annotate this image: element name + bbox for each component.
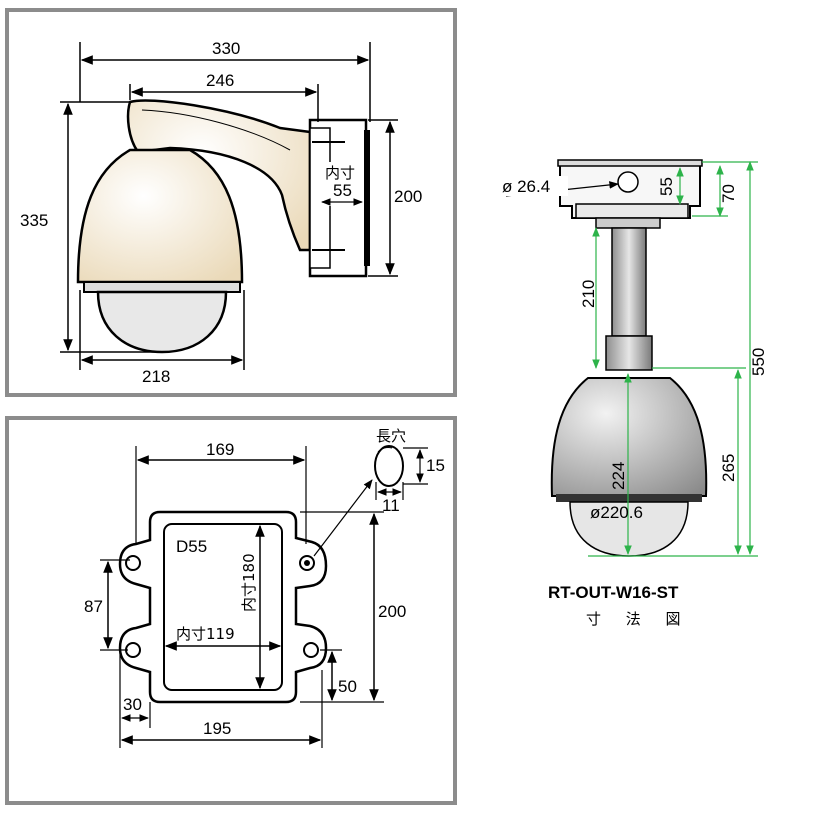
pendant-dome-housing [550,377,708,497]
wall-dome-ring [83,281,241,293]
dim-inner-55: 55 [333,181,352,200]
mount-hole-bottom-left [125,642,141,658]
dim-offset-bottom: 50 [338,677,357,696]
dim-dome-inner-height: 224 [609,462,628,490]
dim-hole-spacing-x: 169 [206,440,234,459]
inner-height-label: 内寸180 [240,553,258,612]
pendant-view: ø 26.4 55 70 210 550 265 224 ø220.6 RT-O… [500,159,768,628]
dim-offset-left: 30 [123,695,142,714]
dim-bracket-height: 200 [394,187,422,206]
wall-dome-lens [96,290,228,354]
pendant-dimensions [588,161,758,557]
wall-dome-housing [76,148,244,284]
dim-slot-height: 15 [426,456,445,475]
dim-height-overall: 335 [20,211,48,230]
dim-mount-height: 70 [719,184,738,203]
dim-arm-length: 246 [206,71,234,90]
dim-hole-spacing-y: 87 [84,597,103,616]
box-label: D55 [176,537,207,556]
inner-width-label: 内寸119 [176,625,235,643]
dim-width-overall: 330 [212,39,240,58]
model-title: RT-OUT-W16-ST [548,583,679,602]
dim-pendant-dome-diameter: ø220.6 [590,503,643,522]
dim-mount-inner: 55 [657,177,676,196]
dim-total-height: 550 [749,348,768,376]
dim-pipe-length: 210 [579,280,598,308]
mount-hole-top-left [125,555,141,571]
pipe-hole [617,171,639,193]
drawing-caption: 寸 法 図 [586,610,691,628]
dim-slot-width: 11 [382,496,400,515]
mount-hole-bottom-right [303,642,319,658]
dim-dome-diameter: 218 [142,367,170,386]
dim-plate-width: 195 [203,719,231,738]
slot-label: 長穴 [376,427,406,445]
dim-plate-height: 200 [378,602,406,621]
wall-mount-view: 330 246 335 218 200 内寸 55 [5,8,457,397]
pendant-dome-ring [556,494,702,502]
dim-dome-height: 265 [719,454,738,482]
bracket-plate-view: 長穴 15 11 169 87 200 50 195 [5,416,457,805]
slot-hole-detail [374,445,404,487]
pendant-pipe [611,227,647,337]
dim-pipe-diameter: ø 26.4 [502,177,550,196]
inner-label: 内寸 [325,164,355,182]
